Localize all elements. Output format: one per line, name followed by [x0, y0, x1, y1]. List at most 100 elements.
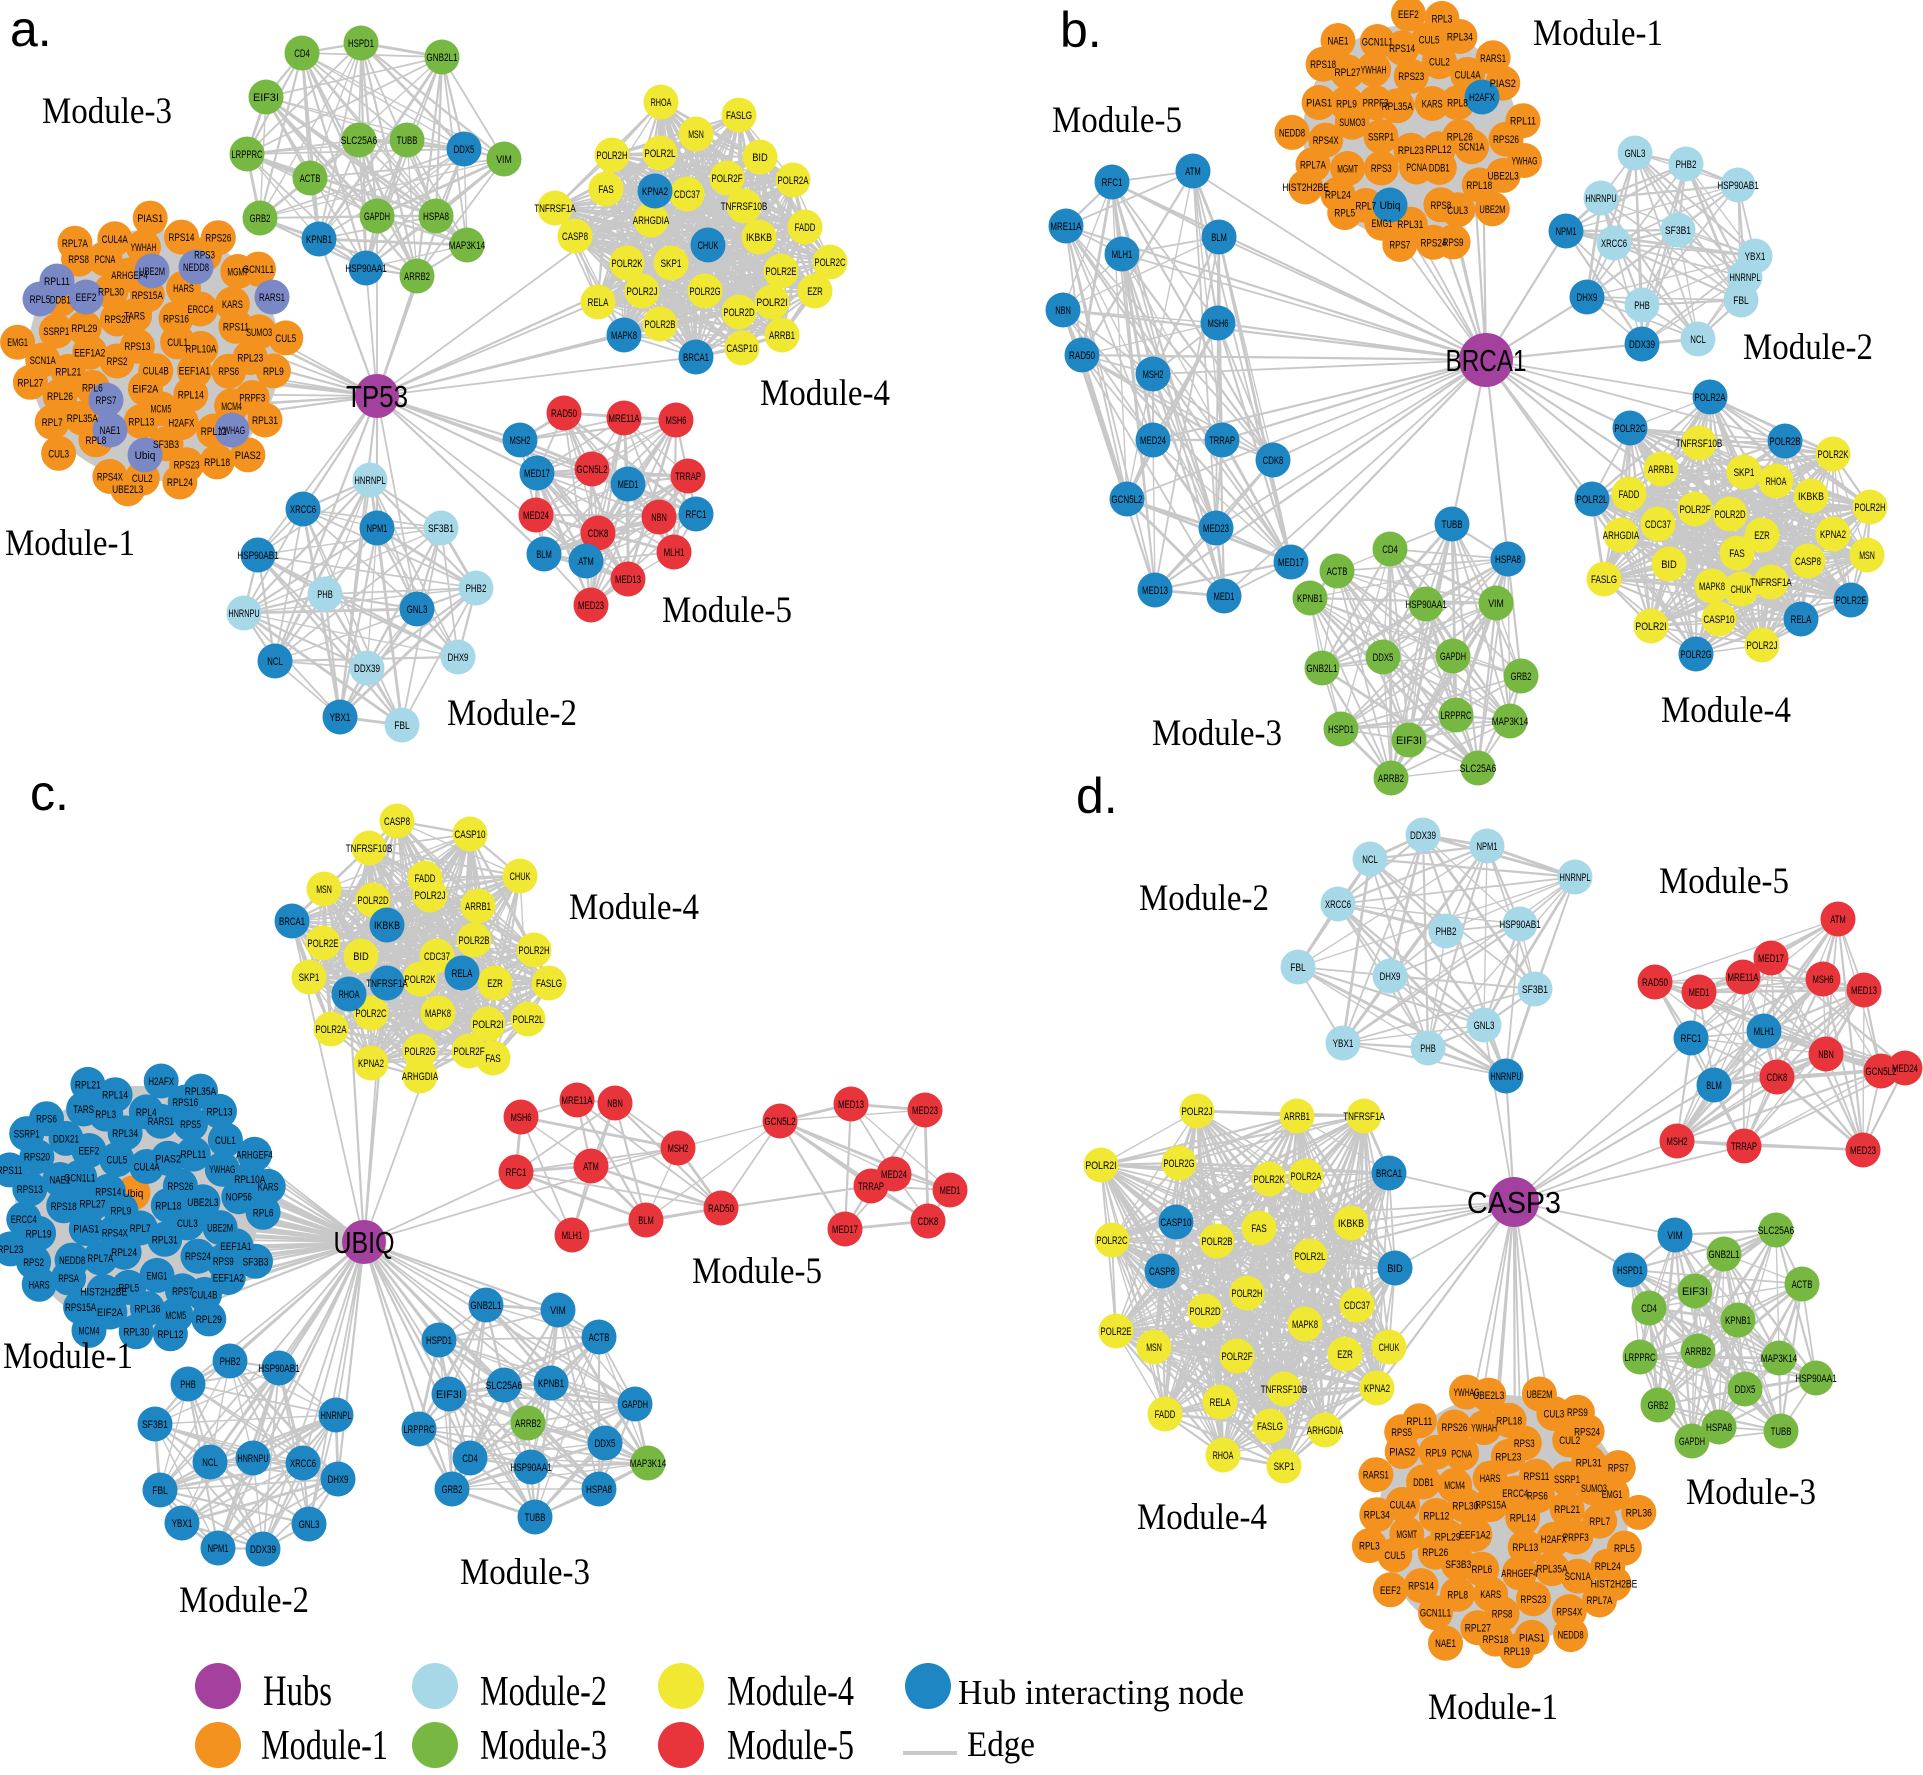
svg-text:RPS8: RPS8 [68, 254, 89, 266]
svg-text:HARS: HARS [173, 283, 194, 295]
svg-text:UBE2L3: UBE2L3 [1488, 170, 1519, 182]
svg-text:Hubs: Hubs [263, 1668, 332, 1715]
svg-text:NPM1: NPM1 [1477, 841, 1498, 853]
svg-text:RPL7: RPL7 [130, 1223, 151, 1235]
svg-text:EMG1: EMG1 [7, 337, 28, 349]
svg-text:POLR2F: POLR2F [1221, 1351, 1252, 1363]
svg-text:CASP8: CASP8 [562, 231, 588, 243]
svg-text:Ubiq: Ubiq [1380, 200, 1401, 212]
svg-text:DHX9: DHX9 [448, 652, 469, 664]
svg-text:RPS26: RPS26 [1441, 1422, 1467, 1434]
svg-text:NCL: NCL [1362, 854, 1378, 866]
svg-text:TUBB: TUBB [397, 135, 418, 147]
svg-text:RAD50: RAD50 [551, 408, 577, 420]
svg-text:BLM: BLM [1211, 232, 1227, 244]
svg-text:MSH2: MSH2 [1667, 1136, 1688, 1148]
svg-text:POLR2D: POLR2D [1714, 509, 1745, 521]
svg-text:RPS14: RPS14 [169, 232, 195, 244]
svg-text:RPS15A: RPS15A [1475, 1500, 1507, 1512]
svg-text:HSPA8: HSPA8 [423, 211, 449, 223]
svg-text:SF3B3: SF3B3 [153, 439, 179, 451]
svg-text:RPL21: RPL21 [55, 366, 81, 378]
svg-text:HSP90AA1: HSP90AA1 [510, 1462, 552, 1474]
svg-text:RPL31: RPL31 [252, 415, 278, 427]
svg-text:POLR2B: POLR2B [644, 319, 675, 331]
svg-text:RPS7: RPS7 [1389, 240, 1410, 252]
svg-text:RPL27: RPL27 [17, 377, 43, 389]
svg-text:CUL5: CUL5 [107, 1155, 128, 1167]
svg-text:HIST2H2BE: HIST2H2BE [1591, 1579, 1638, 1591]
svg-text:YWHAG: YWHAG [1512, 156, 1538, 168]
svg-text:MSN: MSN [1146, 1342, 1162, 1354]
svg-text:BID: BID [1387, 1263, 1403, 1275]
svg-text:RPL26: RPL26 [47, 391, 73, 403]
svg-text:RPL29: RPL29 [71, 323, 97, 335]
svg-text:TRRAP: TRRAP [858, 1181, 884, 1193]
svg-text:RPL7A: RPL7A [1587, 1595, 1613, 1607]
svg-text:KPNB1: KPNB1 [1725, 1315, 1751, 1327]
svg-text:H2AFX: H2AFX [168, 418, 194, 430]
svg-text:RPL9: RPL9 [263, 366, 284, 378]
svg-text:POLR2A: POLR2A [315, 1024, 347, 1036]
svg-text:POLR2I: POLR2I [472, 1019, 503, 1031]
svg-text:POLR2I: POLR2I [1085, 1160, 1116, 1172]
svg-text:RPL5: RPL5 [118, 1282, 139, 1294]
svg-text:RPS15A: RPS15A [65, 1302, 97, 1314]
svg-text:KPNA2: KPNA2 [1364, 1383, 1390, 1395]
svg-text:CHUK: CHUK [510, 871, 531, 883]
svg-text:RPL30: RPL30 [98, 286, 124, 298]
svg-text:GNL3: GNL3 [407, 604, 428, 616]
svg-text:HSP90AB1: HSP90AB1 [258, 1363, 300, 1375]
svg-text:POLR2K: POLR2K [404, 974, 436, 986]
svg-text:RELA: RELA [1210, 1397, 1231, 1409]
svg-text:ARRB1: ARRB1 [465, 901, 491, 913]
svg-text:MSH2: MSH2 [510, 435, 531, 447]
svg-text:CD4: CD4 [1382, 544, 1398, 556]
svg-text:KARS: KARS [222, 299, 243, 311]
svg-text:TNFRSF10B: TNFRSF10B [1676, 438, 1723, 450]
svg-text:HSP90AA1: HSP90AA1 [1795, 1373, 1837, 1385]
svg-text:HSP90AA1: HSP90AA1 [345, 263, 387, 275]
svg-text:POLR2I: POLR2I [756, 297, 787, 309]
svg-text:RPL35A: RPL35A [185, 1086, 217, 1098]
svg-text:Module-5: Module-5 [1659, 861, 1789, 902]
svg-text:CUL4A: CUL4A [134, 1162, 160, 1174]
svg-text:DDX39: DDX39 [1410, 830, 1436, 842]
svg-text:MED23: MED23 [1850, 1145, 1876, 1157]
svg-text:CHUK: CHUK [698, 240, 719, 252]
svg-text:SLC25A6: SLC25A6 [341, 135, 377, 147]
svg-text:RPL9: RPL9 [111, 1205, 132, 1217]
svg-text:FAS: FAS [1729, 548, 1745, 560]
svg-text:TUBB: TUBB [1771, 1426, 1792, 1438]
svg-text:RELA: RELA [588, 297, 609, 309]
svg-text:MSH6: MSH6 [666, 415, 687, 427]
svg-text:EZR: EZR [1337, 1349, 1353, 1361]
svg-text:RPL4: RPL4 [136, 1107, 157, 1119]
svg-text:HNRNPU: HNRNPU [1490, 1071, 1521, 1083]
svg-text:POLR2A: POLR2A [1290, 1171, 1322, 1183]
svg-text:GNL3: GNL3 [1474, 1020, 1495, 1032]
svg-text:EIF2A: EIF2A [97, 1307, 124, 1319]
svg-text:RPL14: RPL14 [1510, 1513, 1536, 1525]
svg-text:RPL26: RPL26 [1447, 132, 1473, 144]
svg-text:DDX39: DDX39 [250, 1544, 276, 1556]
svg-text:PHB2: PHB2 [1436, 926, 1457, 938]
svg-text:DHX9: DHX9 [1380, 971, 1401, 983]
svg-text:TP53: TP53 [346, 379, 408, 414]
svg-text:GNB2L1: GNB2L1 [1708, 1249, 1739, 1261]
svg-text:KPNA2: KPNA2 [358, 1058, 384, 1070]
svg-text:GRB2: GRB2 [1511, 671, 1532, 683]
svg-text:SSRP1: SSRP1 [14, 1129, 40, 1141]
svg-text:POLR2C: POLR2C [814, 257, 845, 269]
svg-text:SCN1A: SCN1A [1459, 142, 1485, 154]
svg-text:RAD50: RAD50 [708, 1203, 734, 1215]
svg-text:PCNA: PCNA [95, 254, 116, 266]
svg-text:TUBB: TUBB [1442, 519, 1463, 531]
svg-text:RPL27: RPL27 [1335, 67, 1361, 79]
svg-text:RPS3: RPS3 [1514, 1438, 1535, 1450]
svg-text:Module-3: Module-3 [460, 1552, 590, 1593]
svg-text:PHB: PHB [1420, 1043, 1436, 1055]
svg-text:GCN5L2: GCN5L2 [576, 464, 607, 476]
svg-text:MRE11A: MRE11A [1050, 221, 1082, 233]
svg-text:ARHGDIA: ARHGDIA [402, 1071, 439, 1083]
